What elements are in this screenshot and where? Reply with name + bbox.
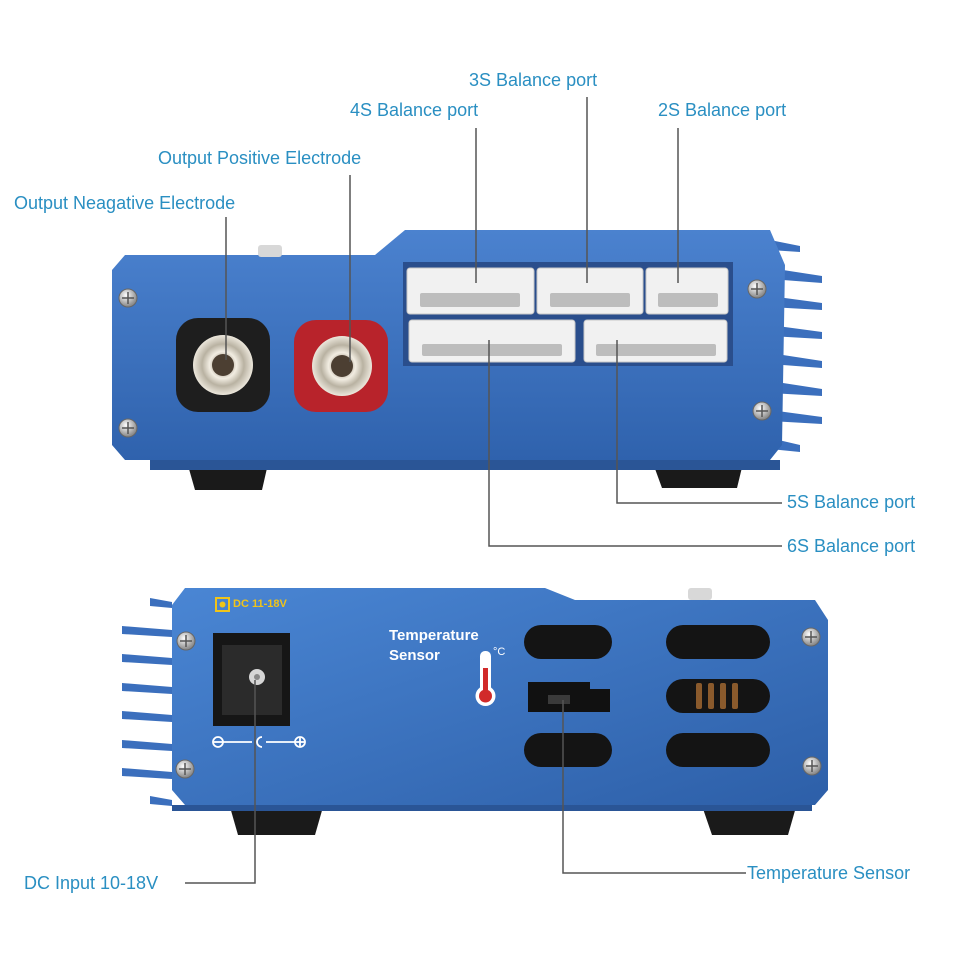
callout-balance-6s: 6S Balance port bbox=[787, 536, 916, 556]
polarity-symbol-icon bbox=[212, 736, 306, 748]
callout-balance-3s: 3S Balance port bbox=[469, 70, 598, 90]
balance-port-4s bbox=[406, 267, 535, 315]
balance-port-2s bbox=[645, 267, 729, 315]
dc-rating-icon bbox=[215, 597, 230, 612]
vent-slots bbox=[524, 625, 770, 767]
temperature-sensor-port bbox=[528, 682, 610, 712]
callout-temperature-sensor: Temperature Sensor bbox=[747, 863, 911, 883]
negative-terminal bbox=[176, 318, 270, 412]
callout-dc-input: DC Input 10-18V bbox=[24, 873, 159, 893]
temperature-print-line1: Temperature bbox=[389, 627, 479, 644]
screw-icons-rear bbox=[175, 627, 822, 779]
temperature-print-line2: Sensor bbox=[389, 647, 440, 664]
cooling-fins-left bbox=[122, 598, 172, 806]
positive-terminal bbox=[294, 320, 388, 412]
dc-rating-print: DC 11-18V bbox=[233, 598, 287, 610]
callout-balance-5s: 5S Balance port bbox=[787, 492, 916, 512]
rear-panel bbox=[172, 588, 828, 805]
balance-port-3s bbox=[536, 267, 644, 315]
callout-output-positive: Output Positive Electrode bbox=[158, 148, 362, 168]
screw-icons bbox=[118, 279, 772, 438]
bottom-leader-lines bbox=[185, 680, 746, 884]
callout-balance-2s: 2S Balance port bbox=[658, 100, 787, 120]
top-leader-lines bbox=[225, 97, 782, 547]
callout-balance-4s: 4S Balance port bbox=[350, 100, 479, 120]
thermometer-icon bbox=[475, 651, 496, 706]
bottom-device bbox=[122, 588, 828, 835]
dc-input-jack bbox=[213, 633, 290, 726]
callout-output-negative: Output Neagative Electrode bbox=[14, 193, 236, 213]
celsius-print: °C bbox=[493, 646, 506, 658]
top-device bbox=[112, 230, 822, 490]
